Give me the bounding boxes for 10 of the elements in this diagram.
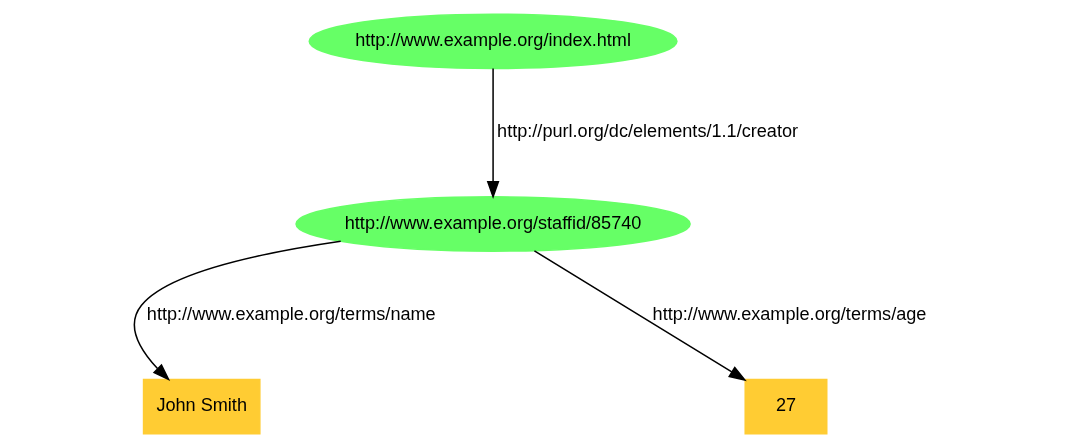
- node-box: 27: [743, 378, 827, 435]
- arrow: [486, 67, 499, 200]
- edge-label: http://purl.org/dc/elements/1.1/creator: [496, 121, 798, 142]
- node-box: John Smith: [142, 378, 261, 435]
- node-ellipse: http://www.example.org/index.html: [308, 13, 678, 70]
- edge-label: http://www.example.org/terms/age: [652, 304, 926, 325]
- arrow: [133, 240, 341, 382]
- arrow: [533, 250, 747, 382]
- edge-label: http://www.example.org/terms/name: [146, 304, 436, 325]
- node-ellipse: http://www.example.org/staffid/85740: [294, 196, 691, 252]
